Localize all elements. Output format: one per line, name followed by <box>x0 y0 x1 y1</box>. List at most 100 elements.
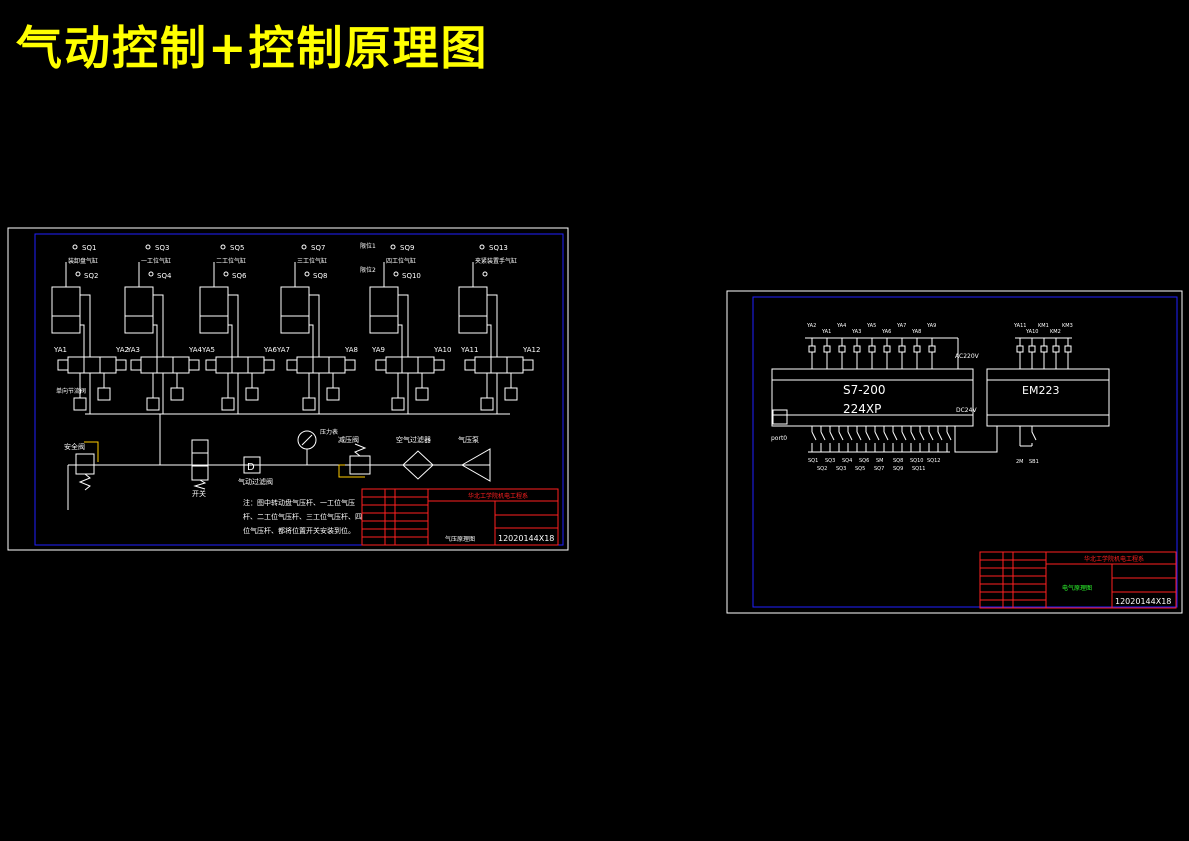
sensor-label: SQ4 <box>157 272 172 280</box>
input-label-top: SQ8 <box>893 458 903 464</box>
output-coil: YA5 <box>866 323 876 369</box>
switch-contact-icon <box>847 431 853 441</box>
solenoid-icon <box>263 359 275 371</box>
input-switch <box>829 426 835 452</box>
electrical-drawing-number: 12020144X18 <box>1115 597 1171 606</box>
switch-contact-icon <box>856 431 862 441</box>
note-line-3: 位气压杆、都将位置开关安装到位。 <box>243 526 355 535</box>
solenoid-icon <box>286 359 298 371</box>
sensor-switch-icon <box>301 244 307 250</box>
plc-label: S7-200 <box>843 383 886 397</box>
air-filter-label: 空气过滤器 <box>396 435 431 444</box>
coil-icon <box>1016 345 1024 353</box>
sensor-label: SQ13 <box>489 244 508 252</box>
switch-contact-icon <box>820 431 826 441</box>
input-label-top: SM <box>876 458 884 464</box>
throttle-valve-icon <box>170 387 184 401</box>
sensor-label: SQ1 <box>82 244 96 252</box>
filter-valve-label: 气动过滤阀 <box>238 477 273 486</box>
note-line-1: 注：图中转动盘气压杆、一工位气压 <box>243 498 355 507</box>
coil-icon <box>823 345 831 353</box>
output-coil: YA3 <box>851 329 861 369</box>
output-coil: YA8 <box>911 329 921 369</box>
valve-label-right: YA6YA7 <box>263 346 290 354</box>
throttle-valve-icon <box>146 397 160 411</box>
sensor-switch-icon <box>482 271 488 277</box>
input-switch <box>937 426 943 452</box>
input-switch <box>901 426 907 452</box>
em223-box <box>986 368 1110 427</box>
valve-body <box>385 356 435 374</box>
filter-valve-symbol: D <box>247 462 255 473</box>
solenoid-icon <box>464 359 476 371</box>
switch-contact-icon <box>838 431 844 441</box>
ac-supply: AC220V <box>955 353 980 360</box>
ext-output-label: YA10 <box>1025 329 1038 335</box>
sensor-label: SQ9 <box>400 244 414 252</box>
port-label: port0 <box>771 435 787 442</box>
sensor-switch-icon <box>72 244 78 250</box>
output-label: YA9 <box>926 323 936 329</box>
input-label-top: SQ10 <box>910 458 923 464</box>
sensor-label: SQ3 <box>155 244 169 252</box>
coil-icon <box>1064 345 1072 353</box>
solenoid-icon <box>188 359 200 371</box>
sensor-switch-icon <box>393 271 399 277</box>
coil-icon <box>853 345 861 353</box>
valve-label-right: YA12 <box>522 346 540 354</box>
output-label: YA7 <box>896 323 906 329</box>
output-label: YA2 <box>806 323 816 329</box>
pneumatic-title-block <box>361 488 559 546</box>
sensor-label: SQ6 <box>232 272 247 280</box>
sensor-label: SQ7 <box>311 244 325 252</box>
sensor-label: SQ8 <box>313 272 327 280</box>
coil-icon <box>808 345 816 353</box>
coil-icon <box>928 345 936 353</box>
input-label-bottom: SQ11 <box>912 466 925 472</box>
sensor-switch-icon <box>220 244 226 250</box>
valve-body <box>67 356 117 374</box>
output-coil: YA4 <box>836 323 846 369</box>
valve-label-right: YA8 <box>344 346 358 354</box>
valve-body <box>215 356 265 374</box>
output-label: YA1 <box>821 329 831 335</box>
plc-model: 224XP <box>843 402 881 416</box>
input-switch <box>874 426 880 452</box>
output-label: YA3 <box>851 329 861 335</box>
electrical-school: 华北工学院机电工程系 <box>1084 555 1144 563</box>
pneumatic-drawing-name: 气压原理图 <box>445 535 475 543</box>
sensor-switch-icon <box>148 271 154 277</box>
electrical-title-block <box>979 551 1177 609</box>
coil-icon <box>883 345 891 353</box>
ext-input-switch <box>1019 426 1037 447</box>
ext-input-label: SB1 <box>1029 459 1039 465</box>
compressor <box>460 448 491 482</box>
input-label-bottom: SQ9 <box>893 466 903 472</box>
cylinder-caption: 装卸盘气缸 <box>68 257 98 265</box>
electrical-sheet-border <box>752 296 1178 608</box>
solenoid-icon <box>115 359 127 371</box>
solenoid-icon <box>130 359 142 371</box>
coil-icon <box>1040 345 1048 353</box>
air-pipe <box>487 294 498 357</box>
air-pipe <box>228 294 239 357</box>
filter-valve <box>243 456 261 474</box>
throttle-valve-icon <box>391 397 405 411</box>
switch-contact-icon <box>910 431 916 441</box>
solenoid-icon <box>433 359 445 371</box>
switch-label: 开关 <box>192 489 206 498</box>
ext-output-label: KM3 <box>1062 323 1073 329</box>
cylinder-body <box>199 286 229 334</box>
input-label-bottom: SQ7 <box>874 466 884 472</box>
ext-input-label: 2M <box>1016 459 1024 465</box>
input-switch <box>883 426 889 452</box>
relief-valve-label: 安全阀 <box>64 442 85 451</box>
regulator-label: 减压阀 <box>338 435 359 444</box>
output-coil: YA9 <box>926 323 936 369</box>
